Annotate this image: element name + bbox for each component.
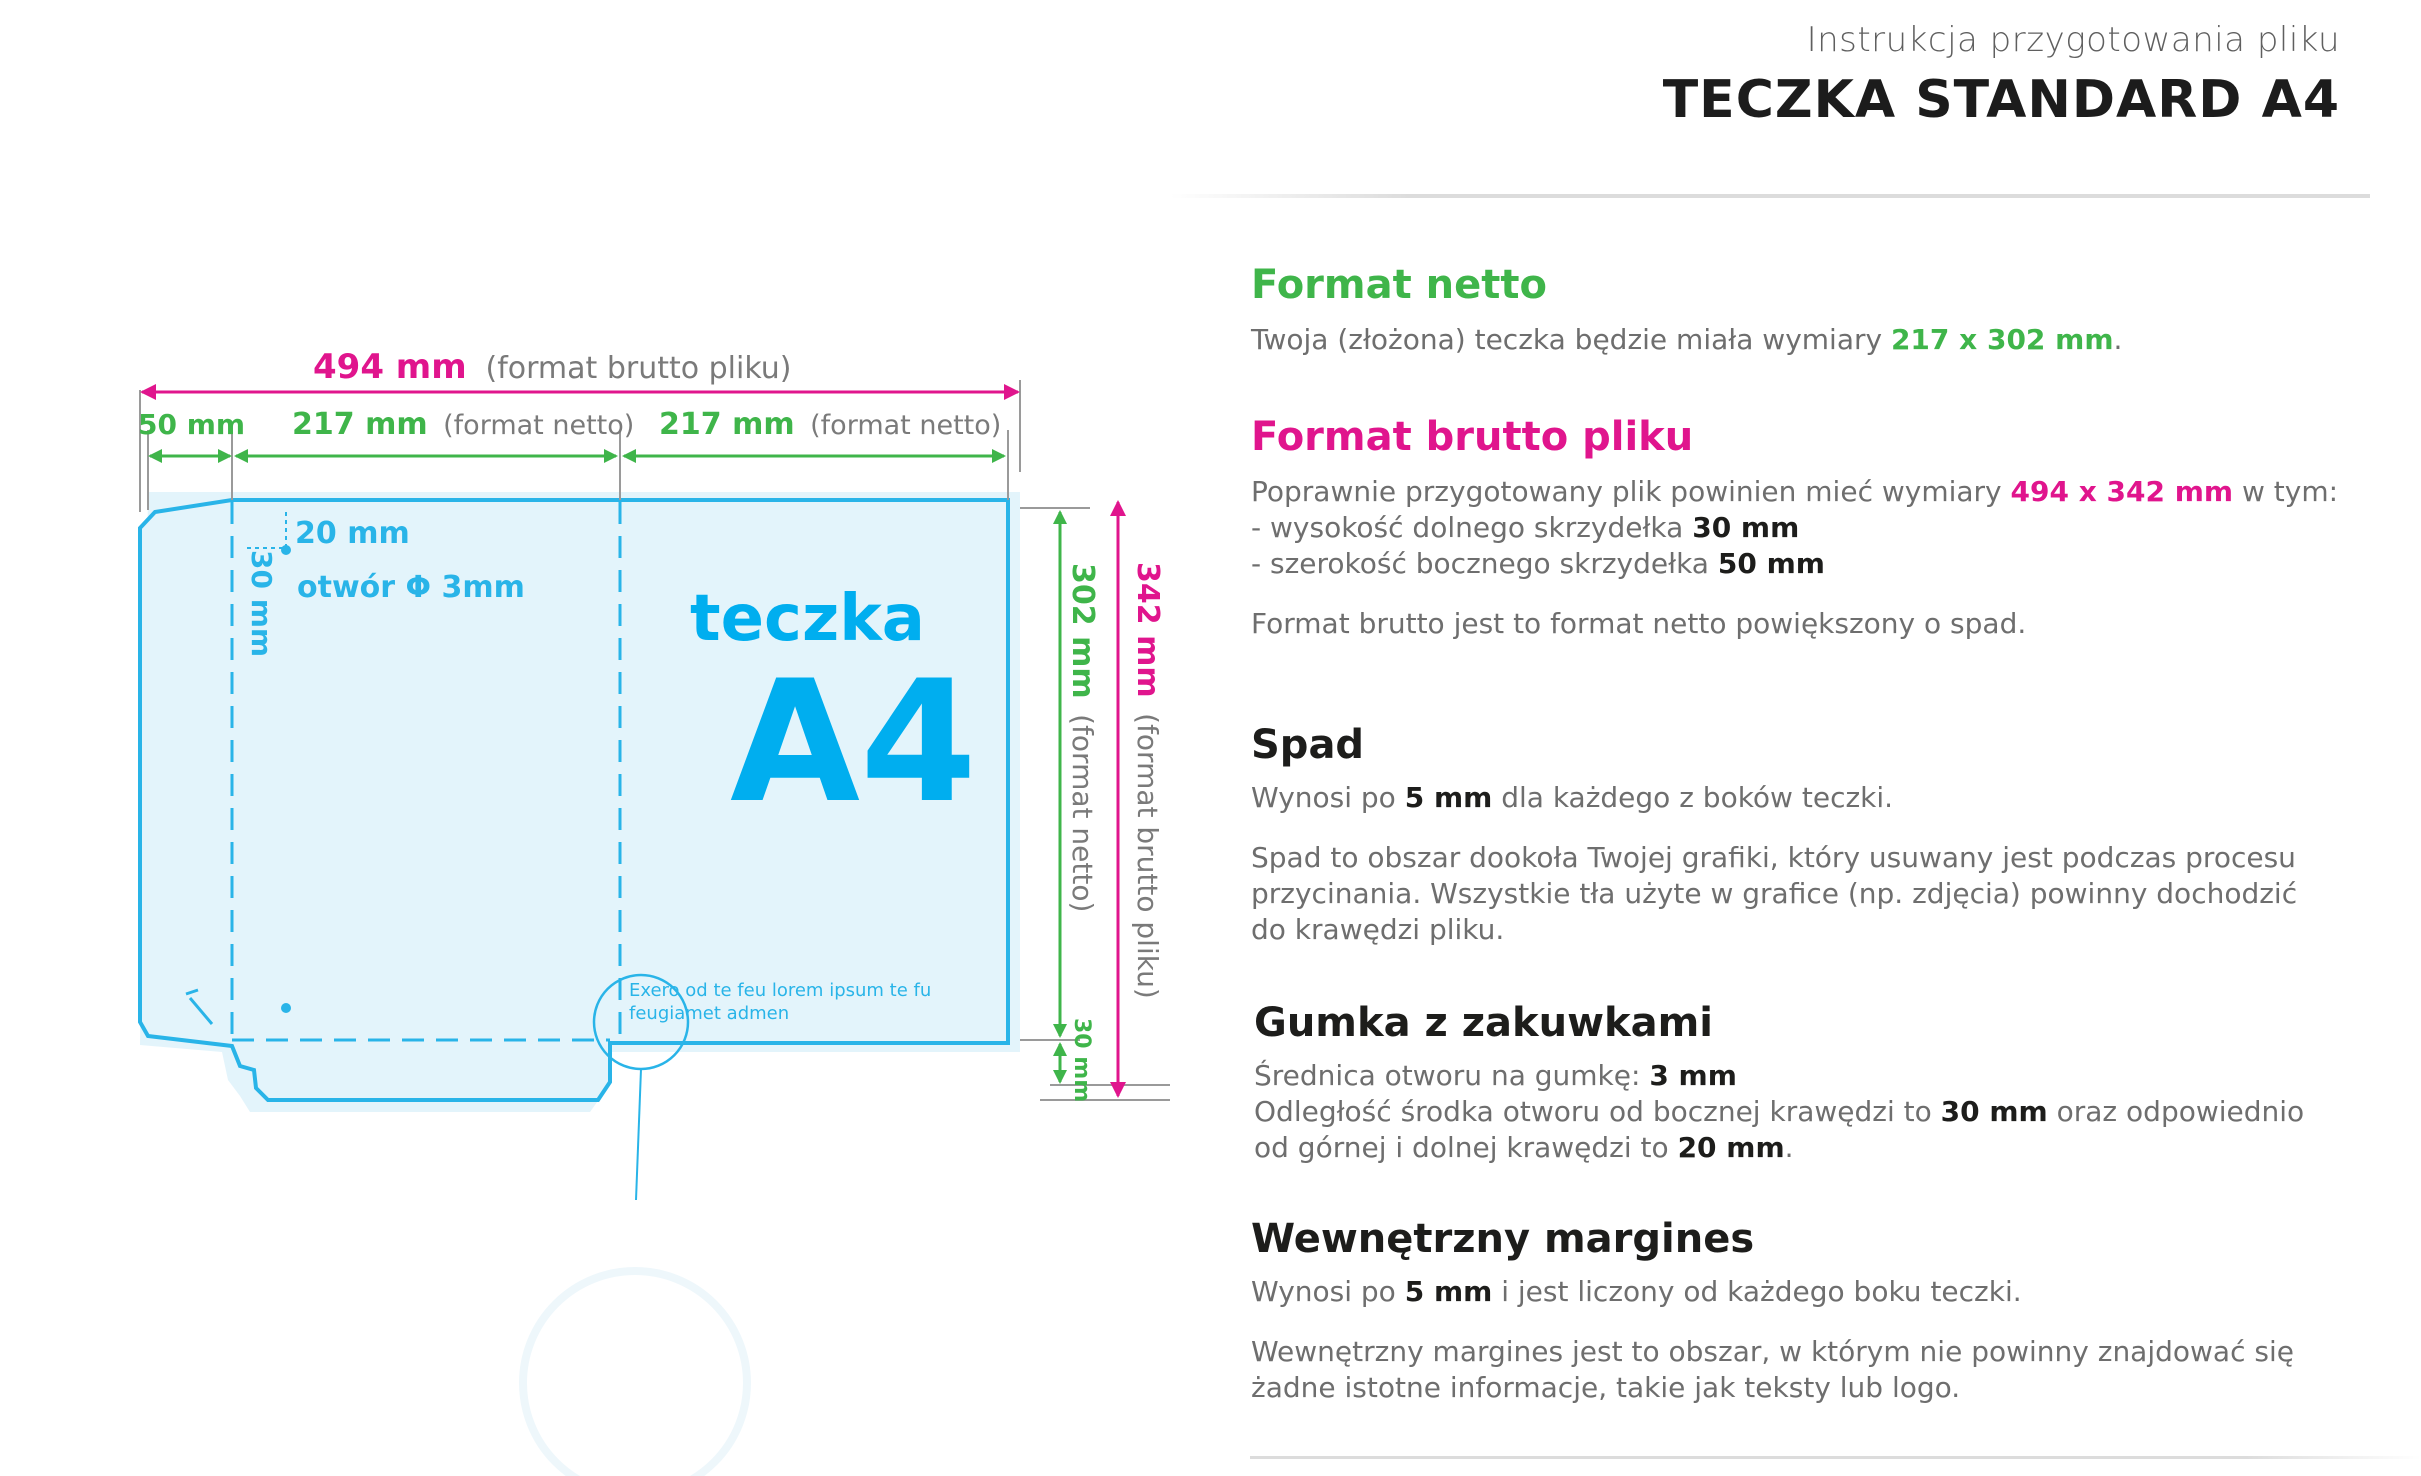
- logo-word: teczka: [690, 582, 925, 656]
- section-gumka-text: Średnica otworu na gumkę: 3 mm Odległość…: [1254, 1059, 2305, 1164]
- section-margines-line1: Wynosi po 5 mm i jest liczony od każdego…: [1251, 1275, 2022, 1308]
- dim-left-panel-label: (format netto): [443, 410, 634, 441]
- hole-side-label: 30 mm: [245, 550, 278, 657]
- folder-cut-line: [138, 498, 1010, 1102]
- dim-total-label: (format brutto pliku): [485, 351, 791, 386]
- hole-top-label: 20 mm: [295, 516, 410, 551]
- svg-text:494 mm (format brutto plik: 494 mm (format brutto pliku): [313, 347, 792, 387]
- svg-text:217 mm (format netto): 217 mm (format netto): [659, 407, 1001, 442]
- footer-divider: [1250, 1456, 2421, 1459]
- section-gumka-title: Gumka z zakuwkami: [1254, 1000, 1714, 1046]
- hole-top-marker: [281, 545, 291, 555]
- magnifier-ghost: [519, 1267, 751, 1476]
- folder-diagram: 20 mm 30 mm otwór Φ 3mm teczka A4 Exero …: [138, 347, 1170, 1476]
- section-spad-line1: Wynosi po 5 mm dla każdego z boków teczk…: [1251, 781, 1894, 814]
- dim-right-panel-value: 217 mm: [659, 407, 795, 442]
- brutto-size-highlight: 494 x 342 mm: [2010, 475, 2234, 508]
- header-subtitle: Instrukcja przygotowania pliku: [1806, 20, 2340, 60]
- dim-right-panel-label: (format netto): [810, 410, 1001, 441]
- header-divider: [1170, 194, 2370, 198]
- logo-size: A4: [730, 644, 977, 840]
- dim-height-gross-label: (format brutto pliku): [1131, 713, 1164, 999]
- svg-text:342 mm (format brutto plik: 342 mm (format brutto pliku): [1130, 562, 1165, 999]
- section-margines-paragraph: Wewnętrzny margines jest to obszar, w kt…: [1251, 1335, 2294, 1404]
- hole-diameter-label: otwór Φ 3mm: [297, 570, 525, 605]
- section-brutto-text: Poprawnie przygotowany plik powinien mie…: [1251, 475, 2339, 580]
- netto-size-highlight: 217 x 302 mm: [1890, 323, 2114, 356]
- svg-text:217 mm (format netto): 217 mm (format netto): [292, 407, 634, 442]
- dim-total-value: 494 mm: [313, 347, 467, 387]
- dim-height-net-label: (format netto): [1066, 714, 1099, 912]
- sample-text-line1: Exero od te feu lorem ipsum te fu: [629, 980, 931, 1001]
- dim-height-gross-value: 342 mm: [1130, 562, 1165, 698]
- section-spad-title: Spad: [1251, 722, 1365, 768]
- section-brutto-title: Format brutto pliku: [1251, 414, 1694, 460]
- dim-bottom-flap-value: 30 mm: [1069, 1018, 1094, 1102]
- section-spad-paragraph: Spad to obszar dookoła Twojej grafiki, k…: [1251, 841, 2298, 946]
- sample-text-line2: feugiamet admen: [629, 1003, 789, 1024]
- section-margines-title: Wewnętrzny margines: [1251, 1216, 1755, 1262]
- section-netto-title: Format netto: [1251, 262, 1547, 308]
- hole-bottom-marker: [281, 1003, 291, 1013]
- dim-left-panel-value: 217 mm: [292, 407, 428, 442]
- slit-mark: [188, 997, 214, 1025]
- section-netto-text: Twoja (złożona) teczka będzie miała wymi…: [1251, 323, 2123, 356]
- dim-height-net-value: 302 mm: [1065, 563, 1100, 699]
- section-brutto-note: Format brutto jest to format netto powię…: [1251, 607, 2027, 640]
- dim-side-flap-value: 50 mm: [138, 408, 245, 441]
- svg-text:302 mm (format netto): 302 mm (format netto): [1065, 563, 1100, 912]
- header-title: TECZKA STANDARD A4: [1662, 70, 2340, 130]
